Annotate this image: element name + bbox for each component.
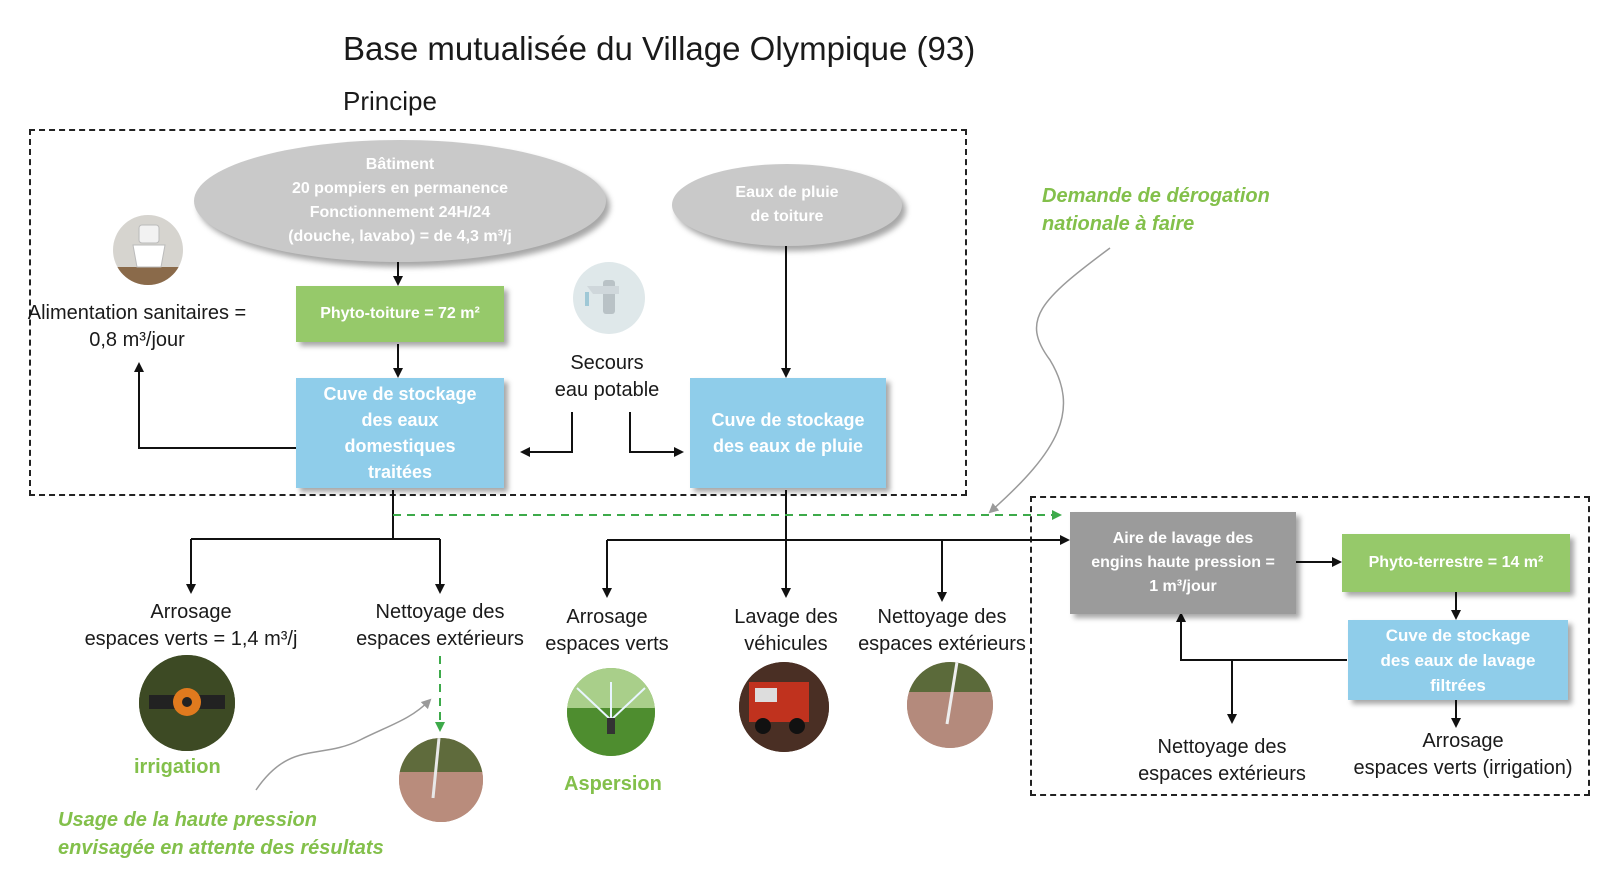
batiment-line-1: Bâtiment (365, 156, 435, 173)
batiment-line-4: (douche, lavabo) = de 4,3 m³/j (288, 228, 512, 245)
batiment-line-2: 20 pompiers en permanence (291, 180, 509, 197)
batiment-line-3: Fonctionnement 24H/24 (309, 204, 491, 221)
haute-pression-line-2: envisagée en attente des résultats (58, 837, 384, 859)
cuve-lavage-node: Cuve de stockage des eaux de lavage filt… (1348, 620, 1568, 700)
aire-lavage-line-1: Aire de lavage des (1112, 530, 1254, 547)
haute-pression-note: Usage de la haute pression envisagée en … (58, 806, 384, 862)
arrosage-3-label: Arrosage espaces verts (irrigation) (1346, 728, 1580, 782)
nettoyage-3-label: Nettoyage des espaces extérieurs (1130, 734, 1314, 788)
arrosage-2-label: Arrosage espaces verts (540, 604, 674, 658)
derogation-line-1: Demande de dérogation (1042, 185, 1270, 207)
washing-zone-frame (1030, 496, 1590, 796)
cuve-domestiques-node: Cuve de stockage des eaux domestiques tr… (296, 378, 504, 488)
secours-line-2: eau potable (554, 379, 660, 401)
nettoyage-1-line-1: Nettoyage des (375, 601, 505, 623)
nettoyage-2-line-1: Nettoyage des (877, 606, 1007, 628)
derogation-line-2: nationale à faire (1042, 213, 1195, 235)
eaux-pluie-line-1: Eaux de pluie (735, 184, 839, 201)
aire-lavage-line-3: 1 m³/jour (1149, 578, 1217, 595)
page-subtitle: Principe (343, 86, 437, 116)
arrow-secours-to-cuve-pluie (629, 412, 684, 457)
arrosage-1-line-1: Arrosage (150, 601, 232, 623)
cuve-domestiques-line-2: des eaux (361, 410, 439, 430)
nettoyage-2-label: Nettoyage des espaces extérieurs (850, 604, 1034, 658)
cuve-pluie-line-1: Cuve de stockage (711, 410, 865, 430)
irrigation-label: irrigation (134, 756, 221, 778)
pressure-washing-icon (907, 662, 993, 748)
arrosage-2-line-1: Arrosage (566, 606, 648, 628)
secours-label: Secours eau potable (546, 350, 668, 404)
aire-lavage-line-2: engins haute pression = (1091, 554, 1275, 571)
nettoyage-3-line-1: Nettoyage des (1157, 736, 1287, 758)
arrow-cuve-to-alimentation (134, 362, 296, 449)
derogation-note: Demande de dérogation nationale à faire (1042, 182, 1270, 238)
toilet-icon (113, 215, 183, 285)
aire-lavage-node: Aire de lavage des engins haute pression… (1070, 512, 1296, 614)
aspersion-label: Aspersion (564, 773, 662, 795)
callout-haute-pression (255, 698, 432, 791)
building-zone-frame (29, 129, 967, 496)
lavage-vehicules-label: Lavage des véhicules (720, 604, 852, 658)
lavage-vehicules-line-1: Lavage des (734, 606, 838, 628)
alimentation-line-1: Alimentation sanitaires = (27, 302, 247, 324)
cuve-lavage-line-2: des eaux de lavage (1380, 650, 1536, 670)
cuve-domestiques-line-4: traitées (367, 462, 433, 482)
drip-irrigation-icon (139, 655, 235, 751)
phyto-toiture-node: Phyto-toiture = 72 m² (296, 286, 504, 342)
arrosage-1-label: Arrosage espaces verts = 1,4 m³/j (66, 599, 316, 653)
alimentation-label: Alimentation sanitaires = 0,8 m³/jour (22, 300, 252, 354)
sprinkler-icon (567, 668, 655, 756)
arrosage-3-line-1: Arrosage (1422, 730, 1504, 752)
arrow-secours-to-cuve-domestiques (520, 412, 573, 457)
arrow-cuve-lavage-to-aire (1176, 612, 1347, 661)
cuve-domestiques-line-1: Cuve de stockage (323, 384, 477, 404)
faucet-icon (573, 262, 645, 334)
eaux-pluie-line-2: de toiture (750, 208, 824, 225)
nettoyage-1-line-2: espaces extérieurs (356, 628, 524, 650)
arrosage-1-line-2: espaces verts = 1,4 m³/j (84, 628, 298, 650)
cuve-lavage-line-1: Cuve de stockage (1385, 625, 1531, 645)
arrosage-3-line-2: espaces verts (irrigation) (1353, 757, 1573, 779)
alimentation-line-2: 0,8 m³/jour (89, 329, 185, 351)
cuve-pluie-line-2: des eaux de pluie (712, 436, 864, 456)
cuve-domestiques-line-3: domestiques (344, 436, 456, 456)
page-title: Base mutualisée du Village Olympique (93… (343, 30, 976, 67)
lavage-vehicules-line-2: véhicules (744, 633, 828, 655)
eaux-pluie-node: Eaux de pluie de toiture (672, 164, 902, 246)
secours-line-1: Secours (570, 352, 644, 374)
cuve-pluie-node: Cuve de stockage des eaux de pluie (690, 378, 886, 488)
arrosage-2-line-2: espaces verts (545, 633, 669, 655)
callout-derogation (988, 247, 1111, 514)
nettoyage-2-line-2: espaces extérieurs (858, 633, 1026, 655)
nettoyage-3-line-2: espaces extérieurs (1138, 763, 1306, 785)
fire-truck-icon (739, 662, 829, 752)
pressure-washing-icon (399, 738, 483, 822)
batiment-node: Bâtiment 20 pompiers en permanence Fonct… (194, 140, 606, 262)
phyto-terrestre-node: Phyto-terrestre = 14 m² (1342, 534, 1570, 592)
nettoyage-1-label: Nettoyage des espaces extérieurs (330, 599, 550, 653)
haute-pression-line-1: Usage de la haute pression (58, 809, 317, 831)
cuve-lavage-line-3: filtrées (1430, 675, 1486, 695)
